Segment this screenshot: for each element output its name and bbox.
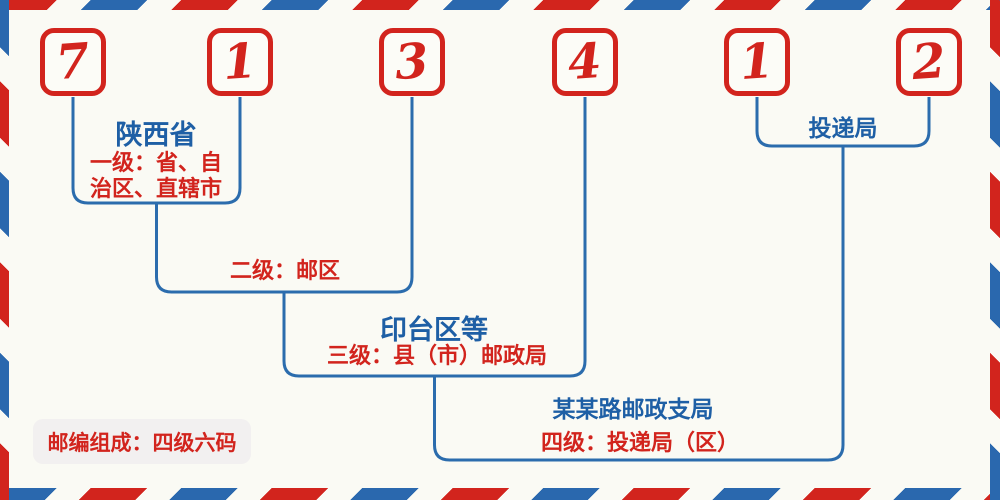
- level4-desc: 四级：投递局（区）: [540, 431, 740, 456]
- level1-desc-line2: 治区、直辖市: [89, 177, 223, 202]
- bracket-delivery-connector: [755, 97, 931, 148]
- level1-desc-line1: 一级：省、自: [89, 151, 223, 176]
- digit-box-6: 2: [896, 28, 962, 96]
- level3-desc: 三级：县（市）邮政局: [326, 344, 548, 369]
- composition-badge: 邮编组成：四级六码: [33, 419, 251, 464]
- digit-3: 3: [393, 32, 431, 92]
- digit-box-3: 3: [379, 28, 445, 96]
- digit-box-1: 7: [40, 28, 106, 96]
- digit-2: 1: [221, 32, 259, 92]
- level4-branch-name: 某某路邮政支局: [552, 396, 714, 423]
- digit-5: 1: [738, 32, 776, 92]
- level2-desc: 二级：邮区: [229, 259, 341, 284]
- digit-box-4: 4: [552, 28, 618, 96]
- digit-6: 2: [910, 32, 948, 92]
- level1-province-name: 陕西省: [115, 120, 197, 151]
- level3-district-name: 印台区等: [380, 315, 488, 346]
- digit-4: 4: [566, 32, 604, 92]
- digit-box-5: 1: [724, 28, 790, 96]
- digit-box-2: 1: [207, 28, 273, 96]
- delivery-office-label: 投递局: [808, 115, 878, 142]
- bracket-level4-connector: [433, 146, 845, 462]
- composition-badge-text: 邮编组成：四级六码: [47, 430, 237, 455]
- digit-1: 7: [54, 32, 92, 92]
